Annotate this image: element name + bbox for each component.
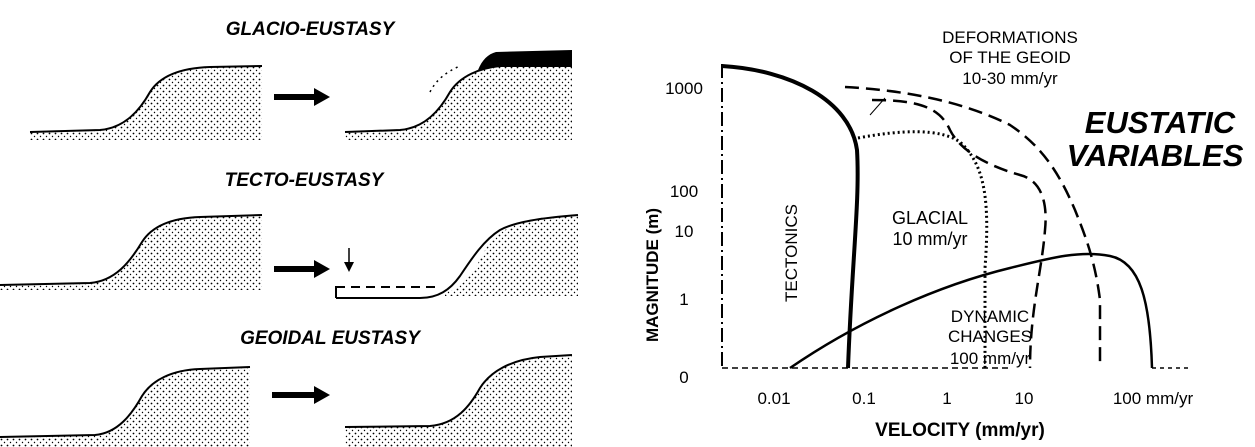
glacio-eustasy-title: GLACIO-EUSTASY xyxy=(226,19,397,40)
geoid-label-line1: DEFORMATIONS xyxy=(942,28,1078,47)
x-tick-label: 0.01 xyxy=(757,389,790,408)
glacial-curve xyxy=(857,130,989,368)
glacial-rate-label: 10 mm/yr xyxy=(892,229,967,249)
chart-title-line2: VARIABLES xyxy=(1067,138,1244,173)
dynamic-changes-curve xyxy=(789,252,1154,370)
ice-sheet xyxy=(478,50,572,70)
glacio-arrow xyxy=(274,88,330,106)
y-tick-label: 0 xyxy=(679,368,688,387)
dynamic-label-line1: DYNAMIC xyxy=(951,307,1029,326)
tectonics-label: TECTONICS xyxy=(782,204,801,302)
tectonics-curve xyxy=(721,64,860,369)
geoid-deformation-outer-curve xyxy=(844,85,1102,368)
geoidal-before-profile xyxy=(0,366,251,447)
glacial-label: GLACIAL xyxy=(892,208,968,228)
glacio-before-profile xyxy=(29,65,263,140)
geoidal-arrow xyxy=(272,386,330,404)
x-tick-label: 1 xyxy=(942,389,951,408)
x-tick-label: 0.1 xyxy=(852,389,876,408)
tecto-after-profile xyxy=(335,214,579,299)
geoid-leader-line xyxy=(869,97,886,116)
dynamic-rate-label: 100 mm/yr xyxy=(950,349,1031,368)
geoid-deformation-inner-curve xyxy=(871,98,1047,369)
y-axis-label: MAGNITUDE (m) xyxy=(643,208,662,342)
eustatic-variables-chart: MAGNITUDE (m) VELOCITY (mm/yr) 1000 100 … xyxy=(643,28,1244,441)
geoidal-after-profile xyxy=(344,354,573,447)
tecto-eustasy-title: TECTO-EUSTASY xyxy=(225,170,386,191)
y-tick-label: 100 xyxy=(670,182,698,201)
y-tick-label: 10 xyxy=(675,222,694,241)
chart-title-line1: EUSTATIC xyxy=(1085,105,1236,140)
geoid-label-line2: OF THE GEOID xyxy=(949,48,1071,67)
y-tick-label: 1000 xyxy=(665,79,703,98)
geoid-rate-label: 10-30 mm/yr xyxy=(962,69,1058,88)
geoidal-eustasy-title: GEOIDAL EUSTASY xyxy=(240,328,422,349)
x-axis-label: VELOCITY (mm/yr) xyxy=(875,420,1045,441)
tecto-before-profile xyxy=(0,214,263,290)
tecto-arrow xyxy=(274,260,330,278)
y-tick-label: 1 xyxy=(679,290,688,309)
x-tick-label: 10 xyxy=(1015,389,1034,408)
glacio-after-profile xyxy=(344,50,572,140)
dynamic-label-line2: CHANGES xyxy=(948,327,1032,346)
x-tick-label: 100 mm/yr xyxy=(1113,389,1194,408)
